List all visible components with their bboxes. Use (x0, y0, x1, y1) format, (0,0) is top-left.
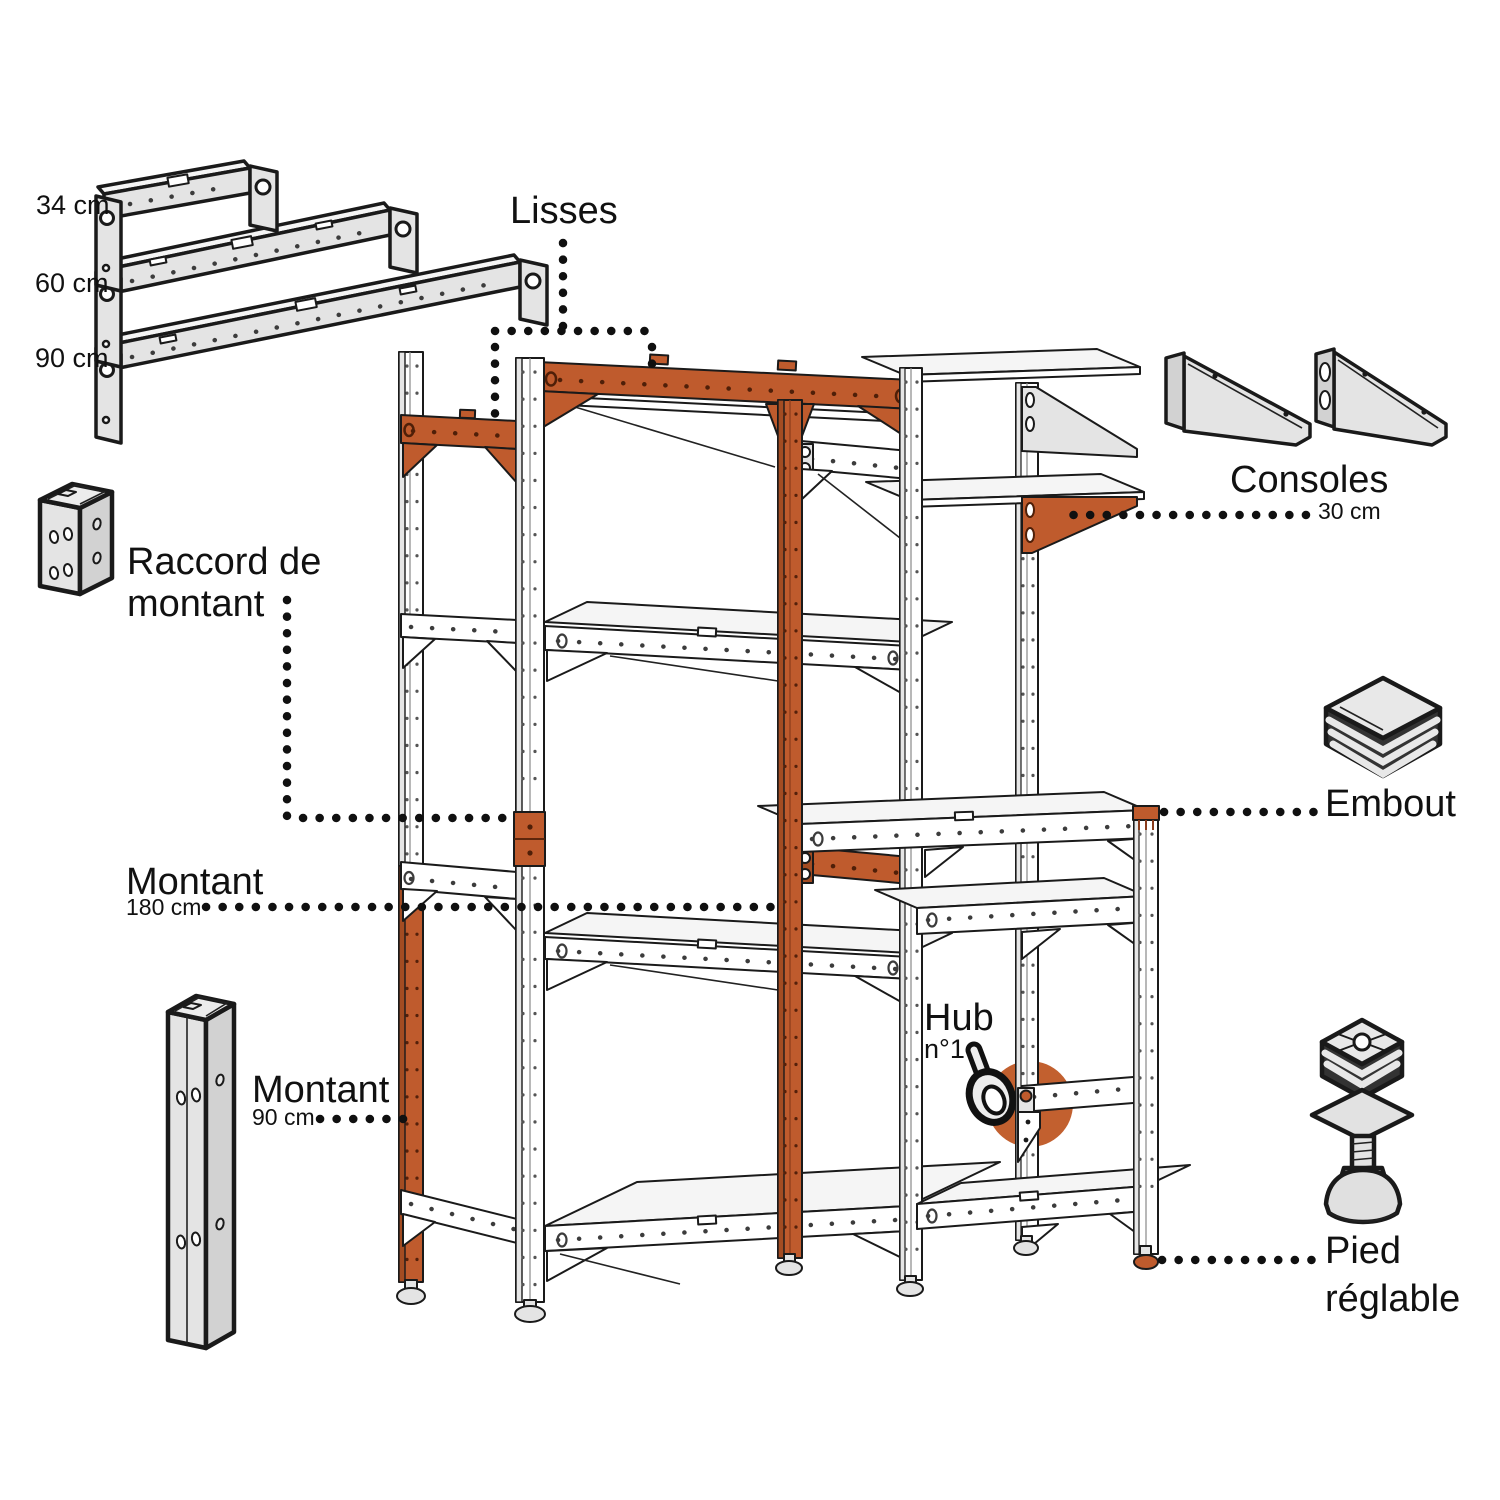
lisse-rail-60cm-part (94, 201, 419, 369)
label-pied-line1: Pied (1325, 1230, 1401, 1272)
label-consoles: Consoles (1230, 459, 1388, 501)
post-front-right (1132, 805, 1160, 1255)
label-montant-180: Montant (126, 861, 264, 903)
label-hub-number: n°1 (924, 1034, 965, 1064)
lisse-orange-back (796, 846, 911, 885)
pied-part (1309, 1017, 1415, 1225)
lisse-hub-level (1017, 1075, 1147, 1163)
feet (396, 1235, 1159, 1323)
label-raccord-line2: montant (127, 583, 265, 625)
lisse-short-orange (400, 408, 518, 484)
label-size-60: 60 cm (35, 268, 109, 298)
label-montant-90-size: 90 cm (252, 1104, 315, 1130)
embout-part (1323, 675, 1443, 779)
shelf-a-l3 (544, 912, 953, 1008)
label-montant-90: Montant (252, 1069, 390, 1111)
label-hub: Hub (924, 997, 994, 1039)
shelving-unit (396, 348, 1191, 1323)
text-labels: 34 cm 60 cm 90 cm Lisses Consoles 30 cm … (35, 190, 1460, 1320)
label-pied-line2: réglable (1325, 1278, 1460, 1320)
post-front-left (513, 357, 546, 1303)
label-lisses: Lisses (510, 190, 618, 232)
montant-90-part (165, 993, 237, 1351)
hub-icon (965, 1041, 1017, 1126)
lisse-rail-90cm-part (94, 253, 549, 445)
console-shelf-mid (865, 473, 1145, 554)
shelf-a-mid (544, 601, 953, 699)
raccord-part (37, 481, 115, 597)
embout-on-post (1132, 805, 1160, 821)
label-embout: Embout (1325, 783, 1456, 825)
leader-lines (201, 238, 1319, 1265)
console-parts (1164, 347, 1448, 447)
side-rail-mid (400, 613, 518, 673)
label-raccord-line1: Raccord de (127, 541, 321, 583)
console-shelf-top (861, 348, 1141, 458)
pied-on-post (1133, 1254, 1159, 1270)
shelf-a-bottom (400, 1161, 1001, 1285)
label-consoles-size: 30 cm (1318, 498, 1381, 524)
label-montant-180-size: 180 cm (126, 894, 201, 920)
post-front-center-orange (765, 399, 815, 1259)
lisse-rail-34cm-part (94, 159, 279, 293)
label-size-90: 90 cm (35, 343, 109, 373)
label-size-34: 34 cm (36, 190, 110, 220)
